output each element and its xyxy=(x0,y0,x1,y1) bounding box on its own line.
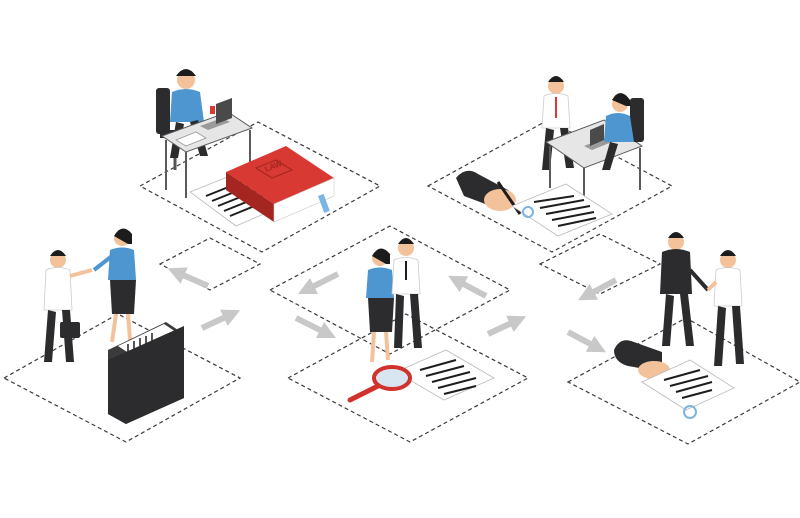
scene-deal xyxy=(614,232,744,419)
law-book-icon: LAW xyxy=(226,146,335,223)
arrow-icon xyxy=(297,271,340,295)
folder-icon xyxy=(108,322,184,424)
person-torso xyxy=(170,89,204,122)
tile-link-right xyxy=(538,233,662,295)
arrow-icon xyxy=(167,267,210,289)
stamp-icon xyxy=(683,405,697,419)
arrow-icon xyxy=(200,309,241,331)
magnifier-icon xyxy=(347,365,412,403)
signing-hand-icon xyxy=(456,170,522,215)
arrow-icon xyxy=(486,315,527,337)
scene-consultation xyxy=(347,238,495,403)
scene-signing-contract xyxy=(456,76,644,237)
stamp-icon xyxy=(522,206,534,218)
flow-arrows xyxy=(167,267,618,353)
arrow-icon xyxy=(566,329,606,353)
arrow-icon xyxy=(294,315,337,339)
scene-law-office: LAW xyxy=(156,69,335,227)
tile-link-left xyxy=(158,237,262,291)
briefcase-icon xyxy=(60,322,80,338)
arrow-icon xyxy=(578,277,618,301)
tile-top-right xyxy=(426,119,674,253)
arrow-icon xyxy=(448,275,488,299)
scene-agreement xyxy=(43,228,184,424)
document xyxy=(641,359,735,411)
document xyxy=(511,183,613,237)
